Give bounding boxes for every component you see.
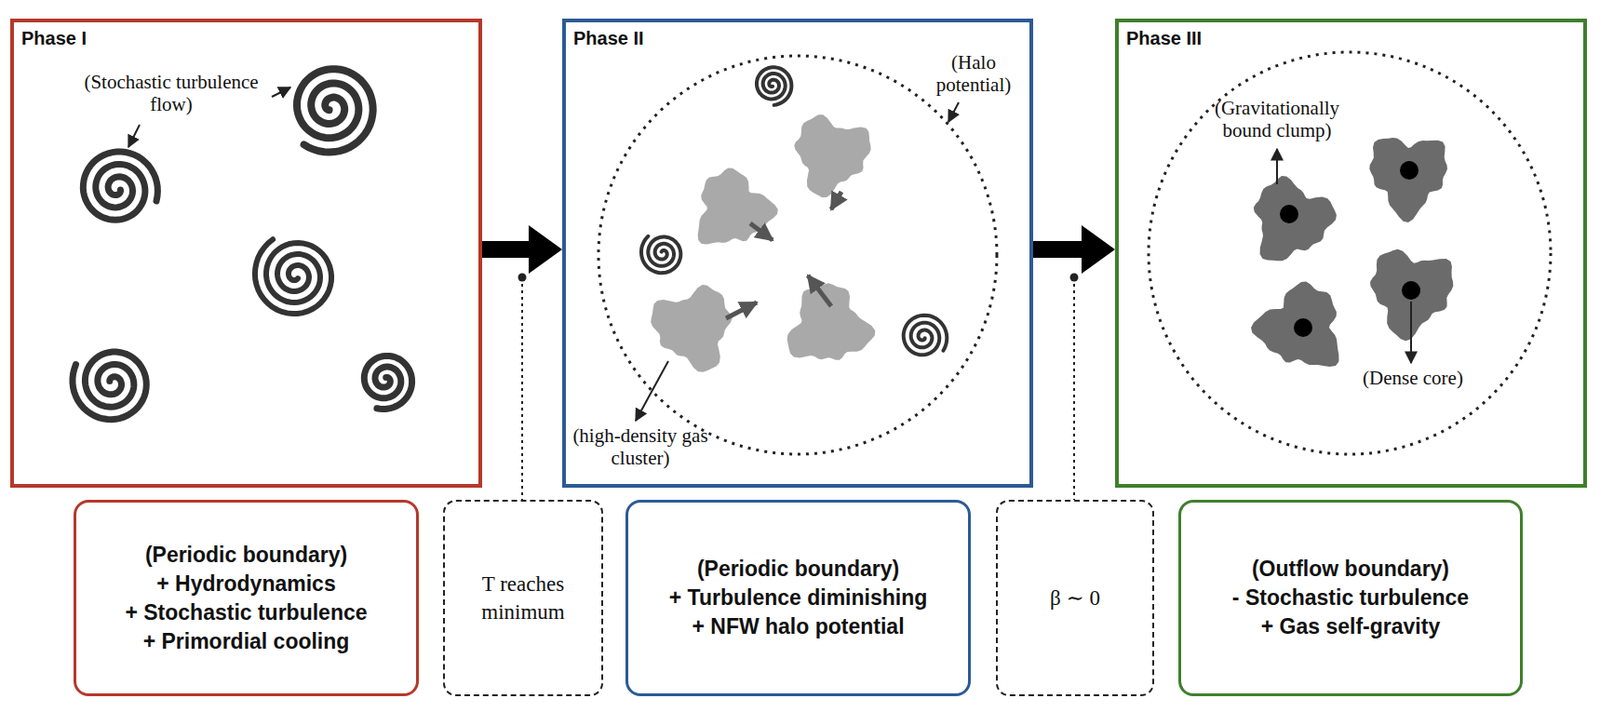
turbulence-spiral [363, 355, 412, 409]
setup-line: + Primordial cooling [143, 627, 350, 657]
annotation-label: (high-density gas cluster) [558, 424, 723, 470]
dense-core [1293, 318, 1313, 337]
annotation-label: (Stochastic turbulence flow) [72, 70, 270, 116]
turbulence-spiral [641, 236, 681, 273]
setup-line: (Outflow boundary) [1251, 554, 1450, 584]
turbulence-spiral [255, 239, 332, 314]
turbulence-spiral [296, 68, 374, 152]
phase-transition-arrow [482, 225, 563, 283]
setup-box: (Periodic boundary)+ Hydrodynamics+ Stoc… [73, 499, 419, 697]
setup-line: (Periodic boundary) [145, 540, 348, 570]
gas-clump [1250, 281, 1339, 367]
gas-clump [1253, 175, 1337, 261]
gas-clump [650, 284, 733, 373]
setup-line: + NFW halo potential [691, 612, 904, 642]
leader-dot [518, 273, 527, 283]
gas-clump [1369, 137, 1448, 223]
phase-title: Phase III [1126, 27, 1202, 50]
turbulence-spirals [72, 67, 947, 419]
halo-circle [1148, 52, 1551, 455]
condition-box: β ∼ 0 [995, 499, 1155, 697]
clump-motion-arrows [726, 191, 842, 319]
condition-box: T reaches minimum [443, 499, 604, 697]
annotation-label: (Gravitationally bound clump) [1191, 96, 1363, 142]
setup-box: (Outflow boundary)- Stochastic turbulenc… [1178, 499, 1523, 697]
gas-clumps [650, 114, 1453, 373]
gas-clump [793, 114, 872, 198]
setup-line: + Turbulence diminishing [669, 583, 928, 613]
leader-lines [128, 87, 1412, 421]
phase-panel: Phase III [1115, 18, 1587, 488]
gas-clump [787, 282, 876, 361]
dense-core [1279, 204, 1299, 224]
annotation-label: (Dense core) [1347, 366, 1479, 390]
turbulence-spiral [82, 151, 158, 220]
gas-clump [698, 167, 779, 244]
setup-line: + Hydrodynamics [156, 569, 336, 599]
setup-line: - Stochastic turbulence [1232, 583, 1469, 613]
turbulence-spiral [903, 315, 948, 356]
leader-dot [1070, 273, 1079, 283]
dense-core [1399, 161, 1419, 180]
turbulence-spiral [756, 67, 792, 106]
setup-line: T reaches minimum [454, 570, 592, 627]
setup-line: β ∼ 0 [1007, 584, 1143, 613]
setup-line: + Gas self-gravity [1261, 612, 1440, 642]
setup-line: + Stochastic turbulence [124, 598, 367, 628]
setup-box: (Periodic boundary)+ Turbulence diminish… [625, 499, 971, 697]
dense-core [1401, 281, 1421, 300]
halo-circle [598, 55, 997, 455]
turbulence-spiral [72, 351, 147, 420]
transition-leaders [522, 277, 1075, 500]
setup-line: (Periodic boundary) [697, 554, 900, 584]
phase-title: Phase II [573, 27, 645, 50]
annotation-label: (Halo potential) [921, 51, 1026, 96]
phase-transition-arrow [1033, 225, 1116, 283]
phase-title: Phase I [21, 27, 87, 50]
